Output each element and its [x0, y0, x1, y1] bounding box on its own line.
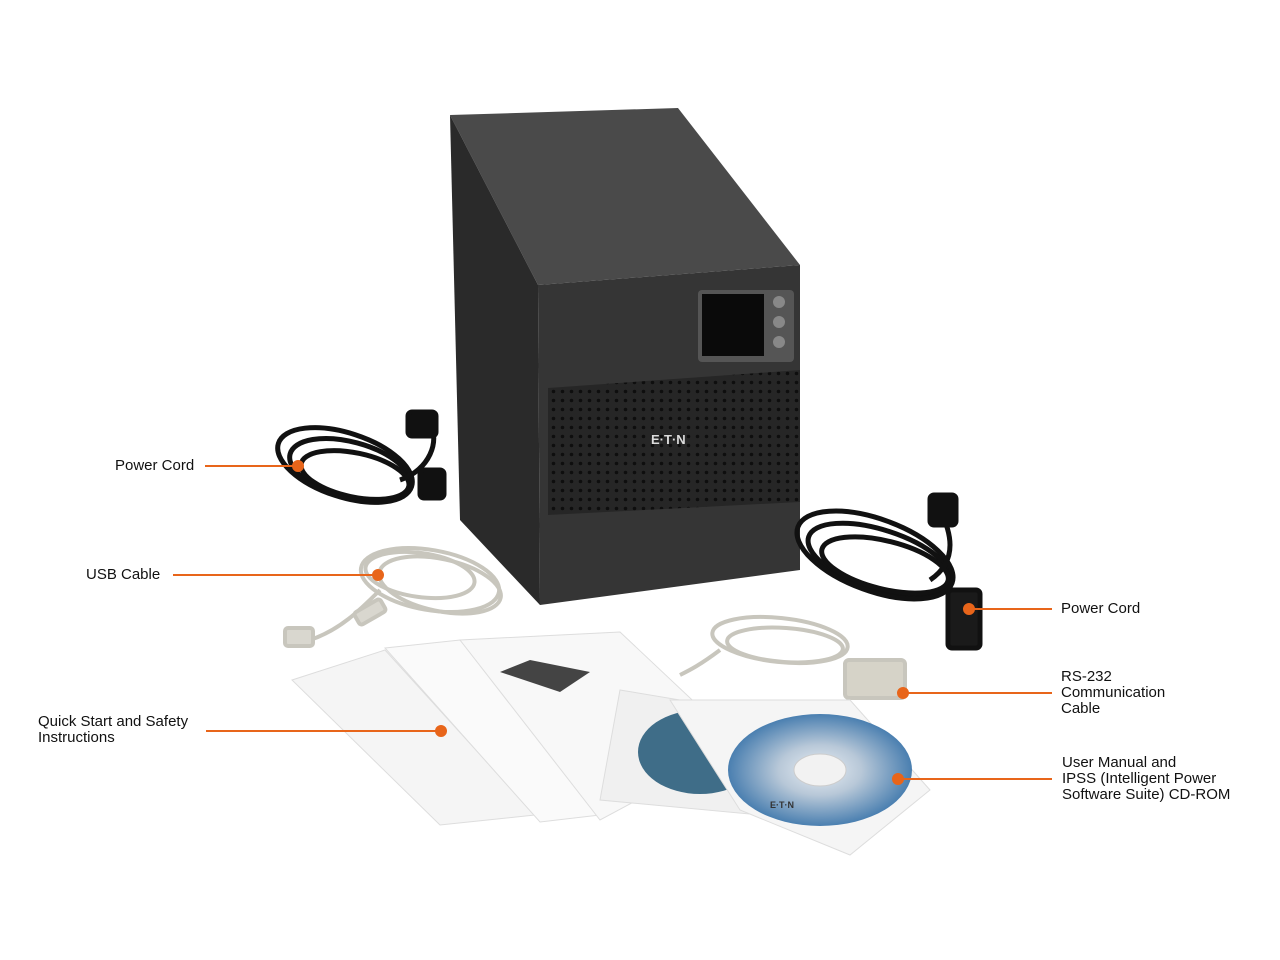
cd-sleeves: E·T·N	[599, 689, 931, 856]
cd-eaton-logo: E·T·N	[770, 800, 794, 810]
eaton-logo: E·T·N	[651, 432, 686, 447]
power-button-icon	[773, 296, 785, 308]
usb-cable	[283, 546, 503, 648]
callout-lines	[173, 460, 1052, 785]
power-cord-right	[794, 492, 983, 651]
menu-button-icon	[773, 316, 785, 328]
callout-rs232: RS-232 Communication Cable	[1061, 668, 1166, 717]
callout-power-cord-right: Power Cord	[1061, 600, 1141, 617]
ups-unit: E·T·N	[450, 108, 800, 605]
rs232-cable	[679, 614, 907, 700]
back-button-icon	[773, 336, 785, 348]
manual-cover-image	[500, 660, 590, 692]
callout-quick-start: Quick Start and Safety Instructions	[38, 713, 189, 746]
callout-usb-cable: USB Cable	[86, 566, 161, 583]
callout-power-cord-left: Power Cord	[115, 457, 195, 474]
lcd-screen	[702, 294, 764, 356]
front-grille	[548, 370, 800, 515]
power-cord-left	[275, 409, 447, 505]
callout-user-manual-cd: User Manual and IPSS (Intelligent Power …	[1062, 754, 1231, 803]
